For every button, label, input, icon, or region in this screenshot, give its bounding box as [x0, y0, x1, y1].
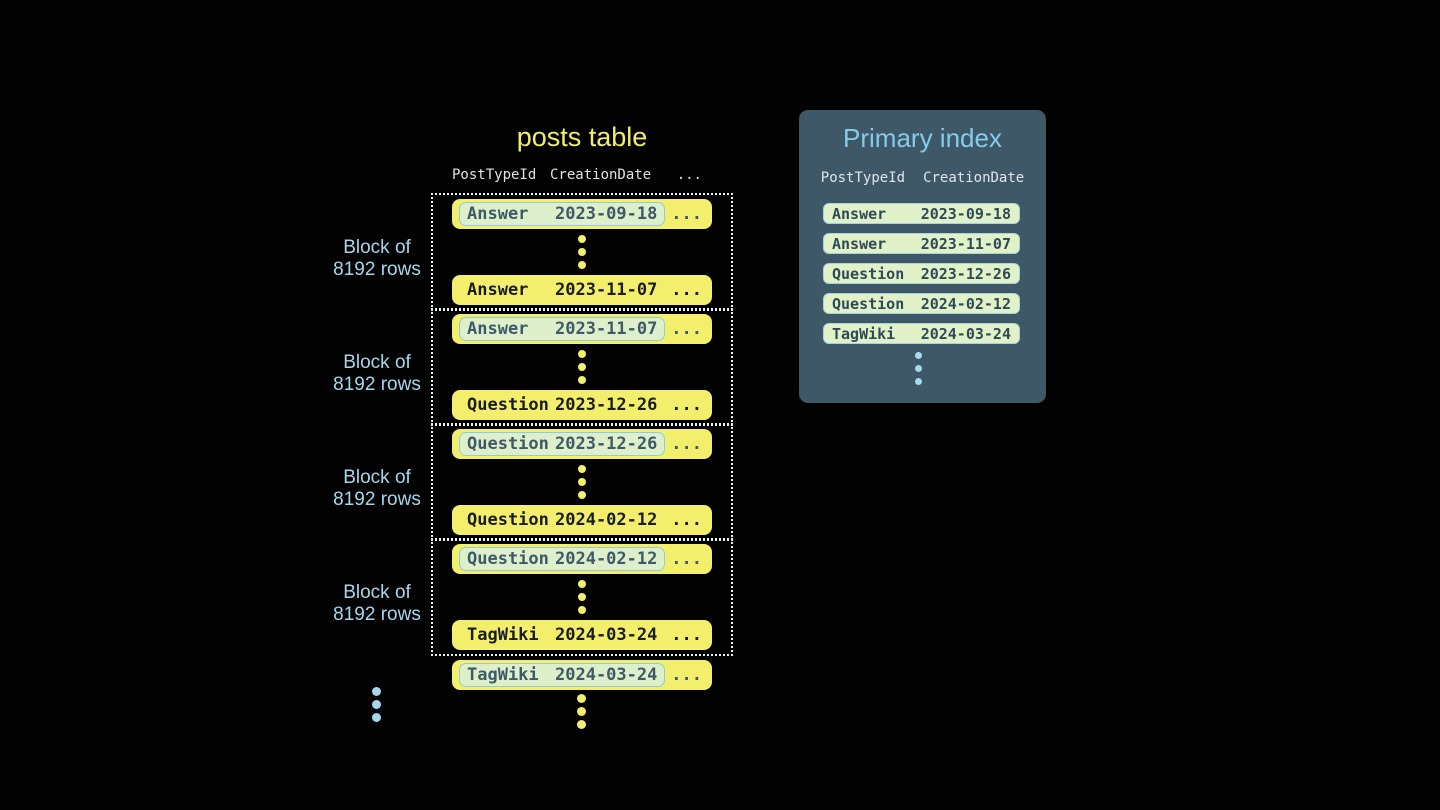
more-rows-ellipsis-dots: [577, 694, 586, 729]
row-ellipsis: ...: [671, 510, 702, 530]
table-row-last: Answer 2023-11-07 ...: [452, 275, 712, 305]
row-ellipsis: ...: [671, 549, 702, 569]
primary-index-panel: Primary index PostTypeId CreationDate An…: [799, 110, 1046, 403]
column-header-creationdate: CreationDate: [923, 170, 1025, 186]
hidden-rows-ellipsis-dots: [578, 350, 586, 384]
more-index-entries-ellipsis-dots: [915, 352, 922, 385]
cell-posttypeid: Answer: [832, 234, 887, 253]
index-entry: Question 2024-02-12: [823, 293, 1020, 314]
indexed-entry-pill: TagWiki 2024-03-24: [459, 663, 666, 687]
block-outline-2: Answer 2023-11-07 ... Question 2023-12-2…: [431, 308, 733, 426]
table-row-last: TagWiki 2024-03-24 ...: [452, 620, 712, 650]
index-entry: Question 2023-12-26: [823, 263, 1020, 284]
cell-creationdate: 2023-11-07: [920, 234, 1011, 253]
table-row-last: Question 2023-12-26 ...: [452, 390, 712, 420]
more-blocks-ellipsis-dots: [372, 687, 381, 722]
block-outline-1: Answer 2023-09-18 ... Answer 2023-11-07 …: [431, 193, 733, 311]
primary-index-column-headers: PostTypeId CreationDate: [799, 170, 1046, 186]
row-ellipsis: ...: [671, 319, 702, 339]
cell-posttypeid: Question: [832, 294, 905, 313]
cell-creationdate: 2023-11-07: [555, 280, 658, 300]
cell-creationdate: 2024-02-12: [555, 549, 658, 569]
index-entry: TagWiki 2024-03-24: [823, 323, 1020, 344]
block-label-4: Block of 8192 rows: [333, 582, 421, 625]
cell-posttypeid: Question: [832, 264, 905, 283]
table-row-first: Answer 2023-09-18 ...: [452, 199, 712, 229]
entry-group: TagWiki 2024-03-24: [459, 623, 665, 647]
primary-index-entries: Answer 2023-09-18 Answer 2023-11-07 Ques…: [823, 203, 1020, 344]
indexed-entry-pill: Answer 2023-11-07: [459, 317, 666, 341]
posts-table-title: posts table: [516, 122, 648, 152]
index-entry: Answer 2023-09-18: [823, 203, 1020, 224]
entry-group: Question 2024-02-12: [459, 508, 665, 532]
posts-table-column-headers: PostTypeId CreationDate ...: [452, 167, 712, 183]
cell-creationdate: 2023-09-18: [920, 204, 1011, 223]
cell-posttypeid: Question: [467, 395, 549, 415]
table-row-first: Answer 2023-11-07 ...: [452, 314, 712, 344]
cell-posttypeid: Answer: [467, 319, 529, 339]
row-ellipsis: ...: [671, 625, 702, 645]
hidden-rows-ellipsis-dots: [578, 235, 586, 269]
entry-group: Answer 2023-11-07: [459, 278, 665, 302]
column-header-creationdate: CreationDate: [550, 167, 652, 183]
indexed-entry-pill: Answer 2023-09-18: [459, 202, 666, 226]
cell-creationdate: 2023-11-07: [555, 319, 658, 339]
primary-index-title: Primary index: [843, 123, 1002, 153]
cell-creationdate: 2024-02-12: [920, 294, 1011, 313]
cell-posttypeid: TagWiki: [467, 665, 539, 685]
cell-creationdate: 2024-03-24: [555, 625, 658, 645]
cell-creationdate: 2023-12-26: [920, 264, 1011, 283]
index-entry: Answer 2023-11-07: [823, 233, 1020, 254]
hidden-rows-ellipsis-dots: [578, 465, 586, 499]
column-header-posttypeid: PostTypeId: [452, 167, 537, 183]
table-row-last: Question 2024-02-12 ...: [452, 505, 712, 535]
block-outline-3: Question 2023-12-26 ... Question 2024-02…: [431, 423, 733, 541]
table-row-next-block-first: TagWiki 2024-03-24 ...: [452, 660, 712, 690]
cell-creationdate: 2024-02-12: [555, 510, 658, 530]
cell-posttypeid: Answer: [467, 280, 529, 300]
cell-posttypeid: Question: [467, 549, 549, 569]
column-header-posttypeid: PostTypeId: [820, 170, 906, 186]
cell-posttypeid: TagWiki: [467, 625, 539, 645]
cell-creationdate: 2024-03-24: [920, 324, 1011, 343]
row-ellipsis: ...: [671, 665, 702, 685]
row-ellipsis: ...: [671, 395, 702, 415]
row-ellipsis: ...: [671, 280, 702, 300]
block-label-1: Block of 8192 rows: [333, 237, 421, 280]
cell-posttypeid: TagWiki: [832, 324, 896, 343]
cell-posttypeid: Answer: [832, 204, 887, 223]
block-label-2: Block of 8192 rows: [333, 352, 421, 395]
block-outline-4: Question 2024-02-12 ... TagWiki 2024-03-…: [431, 538, 733, 656]
cell-creationdate: 2023-09-18: [555, 204, 658, 224]
cell-posttypeid: Answer: [467, 204, 529, 224]
column-header-ellipsis: ...: [676, 167, 702, 183]
entry-group: Question 2023-12-26: [459, 393, 665, 417]
row-ellipsis: ...: [671, 434, 702, 454]
cell-posttypeid: Question: [467, 434, 549, 454]
indexed-entry-pill: Question 2024-02-12: [459, 547, 666, 571]
cell-creationdate: 2023-12-26: [555, 434, 658, 454]
hidden-rows-ellipsis-dots: [578, 580, 586, 614]
cell-posttypeid: Question: [467, 510, 549, 530]
row-ellipsis: ...: [671, 204, 702, 224]
cell-creationdate: 2024-03-24: [555, 665, 658, 685]
cell-creationdate: 2023-12-26: [555, 395, 658, 415]
indexed-entry-pill: Question 2023-12-26: [459, 432, 666, 456]
table-row-first: Question 2023-12-26 ...: [452, 429, 712, 459]
block-label-3: Block of 8192 rows: [333, 467, 421, 510]
table-row-first: Question 2024-02-12 ...: [452, 544, 712, 574]
